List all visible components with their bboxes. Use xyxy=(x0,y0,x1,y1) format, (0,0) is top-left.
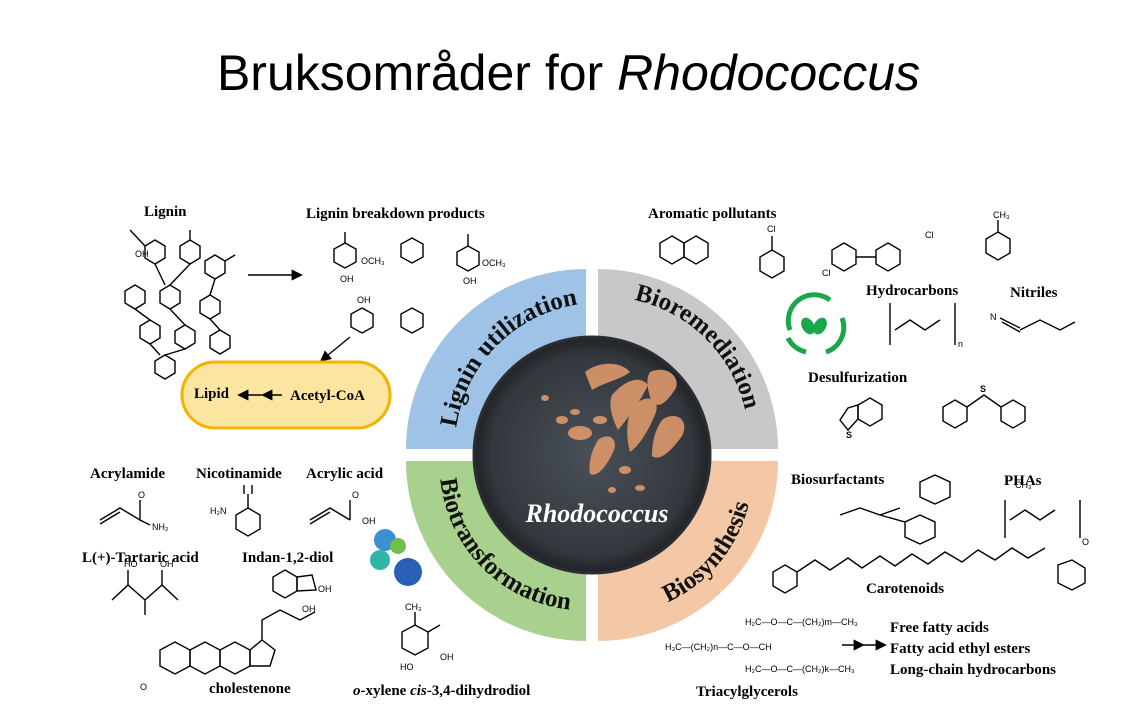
label-acrylamide: Acrylamide xyxy=(90,466,165,482)
biosurfactant-structure xyxy=(839,474,951,545)
label-triacylglycerols: Triacylglycerols xyxy=(696,684,798,700)
svg-text:NH₂: NH₂ xyxy=(152,522,169,532)
svg-text:H₂C—O—C—(CH₂)m—CH₃: H₂C—O—C—(CH₂)m—CH₃ xyxy=(745,617,858,627)
label-xylene-dihydrodiol: o-xylene cis-3,4-dihydrodiol xyxy=(353,683,531,699)
svg-text:CH₃: CH₃ xyxy=(993,210,1010,220)
svg-text:Cl: Cl xyxy=(925,230,934,240)
svg-text:H₃C—(CH₂)n—C—O—CH: H₃C—(CH₂)n—C—O—CH xyxy=(665,642,772,652)
label-cholestenone: cholestenone xyxy=(209,681,291,697)
svg-text:OH: OH xyxy=(463,276,477,286)
page-title: Bruksområder for Rhodococcus xyxy=(216,45,921,101)
svg-text:OH: OH xyxy=(440,652,454,662)
svg-text:O: O xyxy=(138,490,145,500)
label-fatty-acid-ethyl-esters: Fatty acid ethyl esters xyxy=(890,641,1031,657)
desulfurization-structures xyxy=(839,394,1026,432)
label-tartaric-acid: L(+)-Tartaric acid xyxy=(82,550,199,566)
label-lignin-breakdown: Lignin breakdown products xyxy=(306,206,485,222)
lignin-structure xyxy=(124,229,236,380)
label-nitriles: Nitriles xyxy=(1010,285,1058,301)
nitrile-structure xyxy=(999,317,1076,333)
gears-icon xyxy=(370,529,422,586)
pha-structure xyxy=(1004,500,1081,538)
hydrocarbon-structure xyxy=(889,303,956,345)
bacterial-colonies xyxy=(541,363,685,493)
label-acetyl-coa: Acetyl-CoA xyxy=(290,388,365,404)
label-desulfurization: Desulfurization xyxy=(808,370,908,386)
tag-structure: H₂C—O—C—(CH₂)m—CH₃ H₃C—(CH₂)n—C—O—CH H₂C… xyxy=(665,617,858,674)
svg-text:O: O xyxy=(352,490,359,500)
label-carotenoids: Carotenoids xyxy=(866,581,945,597)
svg-text:OH: OH xyxy=(340,274,354,284)
svg-text:H₂N: H₂N xyxy=(210,506,227,516)
svg-text:HO: HO xyxy=(124,559,138,569)
svg-text:OH: OH xyxy=(160,559,174,569)
svg-text:S: S xyxy=(980,384,986,394)
center-label: Rhodococcus xyxy=(525,499,669,528)
svg-text:HO: HO xyxy=(400,662,414,672)
label-lipid: Lipid xyxy=(194,386,230,402)
svg-text:CH₃: CH₃ xyxy=(405,602,422,612)
svg-text:Cl: Cl xyxy=(822,268,831,278)
label-phas: PHAs xyxy=(1004,473,1042,489)
svg-text:OH: OH xyxy=(302,604,316,614)
svg-text:S: S xyxy=(846,430,852,440)
biotransformation-structures xyxy=(99,485,441,675)
svg-text:Cl: Cl xyxy=(767,224,776,234)
label-lignin: Lignin xyxy=(144,204,187,220)
svg-text:OCH₃: OCH₃ xyxy=(482,258,506,268)
svg-text:H₂C—O—C—(CH₂)k—CH₃: H₂C—O—C—(CH₂)k—CH₃ xyxy=(745,664,855,674)
aromatic-pollutant-structures xyxy=(659,220,1011,279)
svg-text:OH: OH xyxy=(318,584,332,594)
label-acrylic-acid: Acrylic acid xyxy=(306,466,384,482)
lipid-acetylcoa-pill xyxy=(180,360,392,430)
label-nicotinamide: Nicotinamide xyxy=(196,466,282,482)
label-free-fatty-acids: Free fatty acids xyxy=(890,620,989,636)
label-biosurfactants: Biosurfactants xyxy=(791,472,885,488)
recycle-icon xyxy=(785,292,847,355)
carotenoid-structure xyxy=(772,547,1086,594)
svg-text:OCH₃: OCH₃ xyxy=(361,256,385,266)
svg-text:CH₃: CH₃ xyxy=(1015,480,1032,490)
label-indan-diol: Indan-1,2-diol xyxy=(242,550,334,566)
leaf-icon xyxy=(801,317,827,335)
label-hydrocarbons: Hydrocarbons xyxy=(866,283,959,299)
svg-text:O: O xyxy=(1082,537,1089,547)
svg-text:OH: OH xyxy=(362,516,376,526)
svg-text:OH: OH xyxy=(357,295,371,305)
svg-text:N: N xyxy=(990,312,997,322)
lignin-breakdown-structures xyxy=(333,232,480,334)
label-long-chain-hydrocarbons: Long-chain hydrocarbons xyxy=(890,662,1057,678)
svg-text:n: n xyxy=(958,339,963,349)
svg-text:O: O xyxy=(140,682,147,692)
label-aromatic-pollutants: Aromatic pollutants xyxy=(648,206,777,222)
svg-text:OH: OH xyxy=(135,249,149,259)
